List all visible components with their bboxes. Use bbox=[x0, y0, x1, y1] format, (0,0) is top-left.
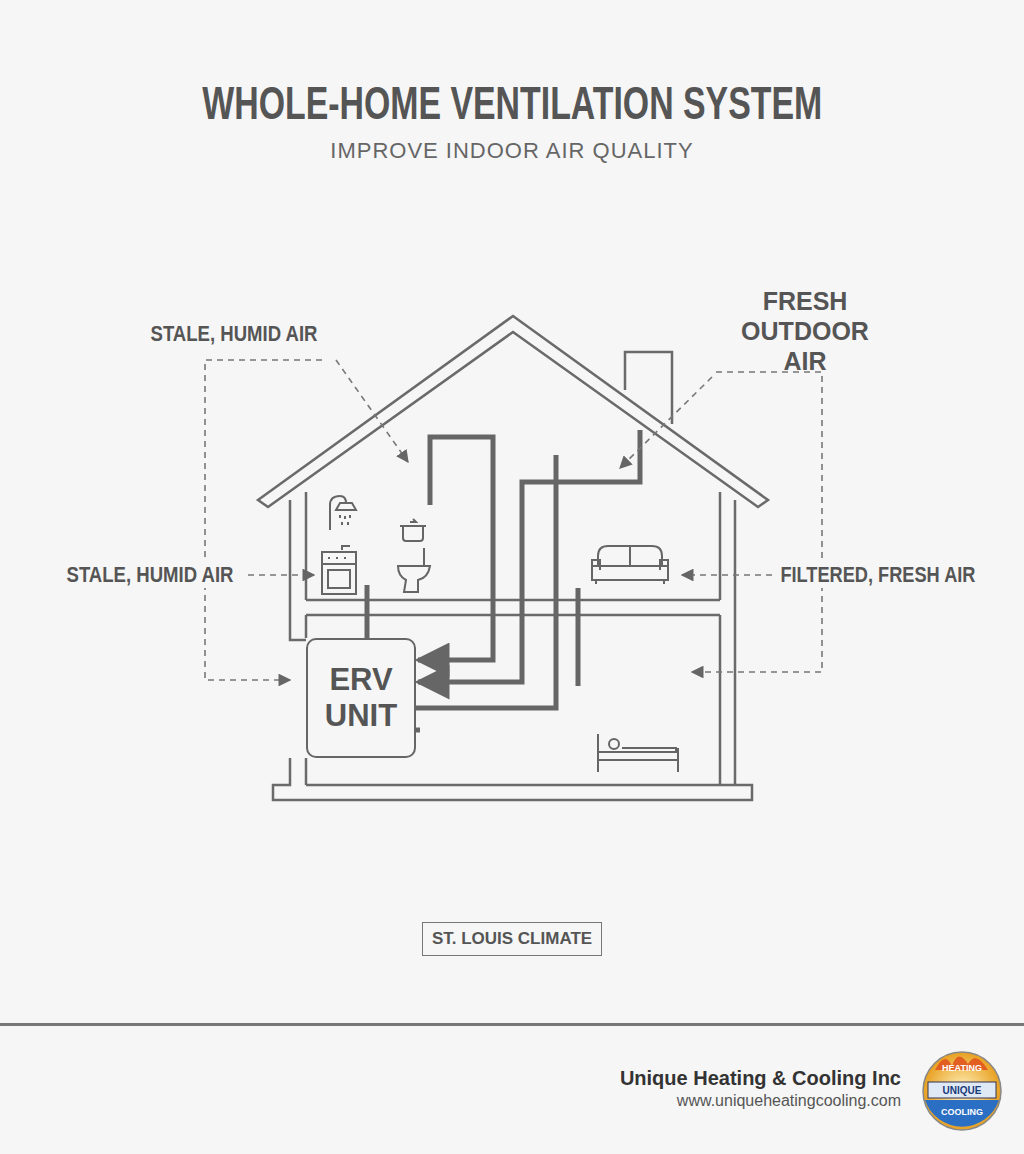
air-label: FRESH OUTDOOR AIR bbox=[718, 286, 893, 376]
logo-text: HEATING bbox=[942, 1063, 982, 1073]
air-label: FILTERED, FRESH AIR bbox=[778, 562, 978, 588]
climate-tag: ST. LOUIS CLIMATE bbox=[422, 922, 602, 956]
subtitle: IMPROVE INDOOR AIR QUALITY bbox=[330, 138, 693, 164]
logo-text: UNIQUE bbox=[943, 1085, 982, 1096]
title: WHOLE-HOME VENTILATION SYSTEM bbox=[202, 76, 822, 130]
erv-unit-box: ERV UNIT bbox=[306, 638, 416, 758]
node-text: ST. LOUIS CLIMATE bbox=[432, 929, 592, 949]
air-label: STALE, HUMID AIR bbox=[148, 321, 320, 347]
node-text: ERV UNIT bbox=[316, 662, 406, 733]
logo-text: COOLING bbox=[941, 1107, 983, 1117]
air-label: STALE, HUMID AIR bbox=[64, 562, 236, 588]
company-url: www.uniqueheatingcooling.com bbox=[677, 1092, 901, 1110]
company-name: Unique Heating & Cooling Inc bbox=[620, 1067, 901, 1090]
